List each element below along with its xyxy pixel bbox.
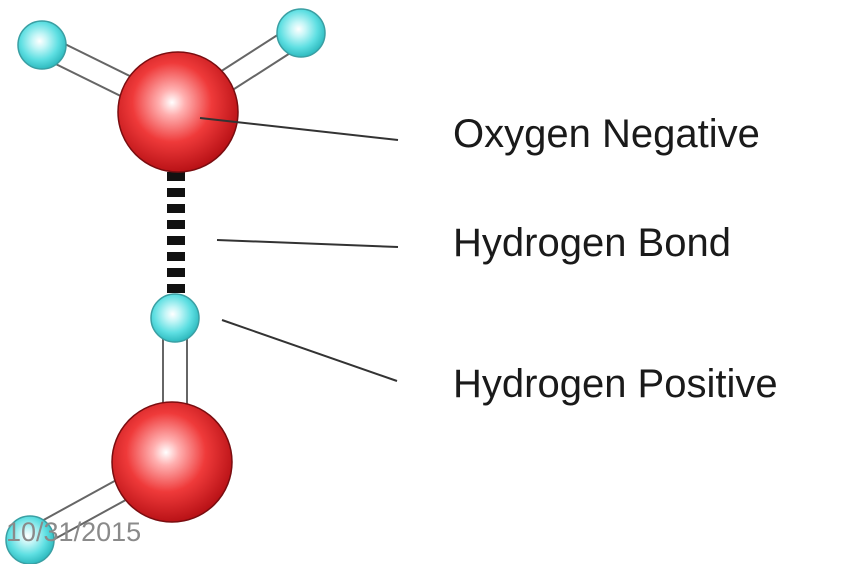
leader-line-bond xyxy=(216,239,399,248)
date-stamp: 10/31/2015 xyxy=(6,517,142,547)
label-oxygen-negative: Oxygen Negative xyxy=(453,112,760,156)
leader-line-oxygen xyxy=(199,117,399,141)
hydrogen-atom-upper-left xyxy=(17,20,67,70)
label-hydrogen-bond: Hydrogen Bond xyxy=(453,221,731,265)
label-hydrogen-positive: Hydrogen Positive xyxy=(453,362,778,406)
leader-line-hydrogen xyxy=(221,319,398,382)
hydrogen-atom-lower-left xyxy=(5,515,55,564)
oxygen-atom-lower xyxy=(111,401,233,523)
oxygen-atom-upper xyxy=(117,51,239,173)
hydrogen-atom-positive xyxy=(150,293,200,343)
hydrogen-atom-upper-right xyxy=(276,8,326,58)
